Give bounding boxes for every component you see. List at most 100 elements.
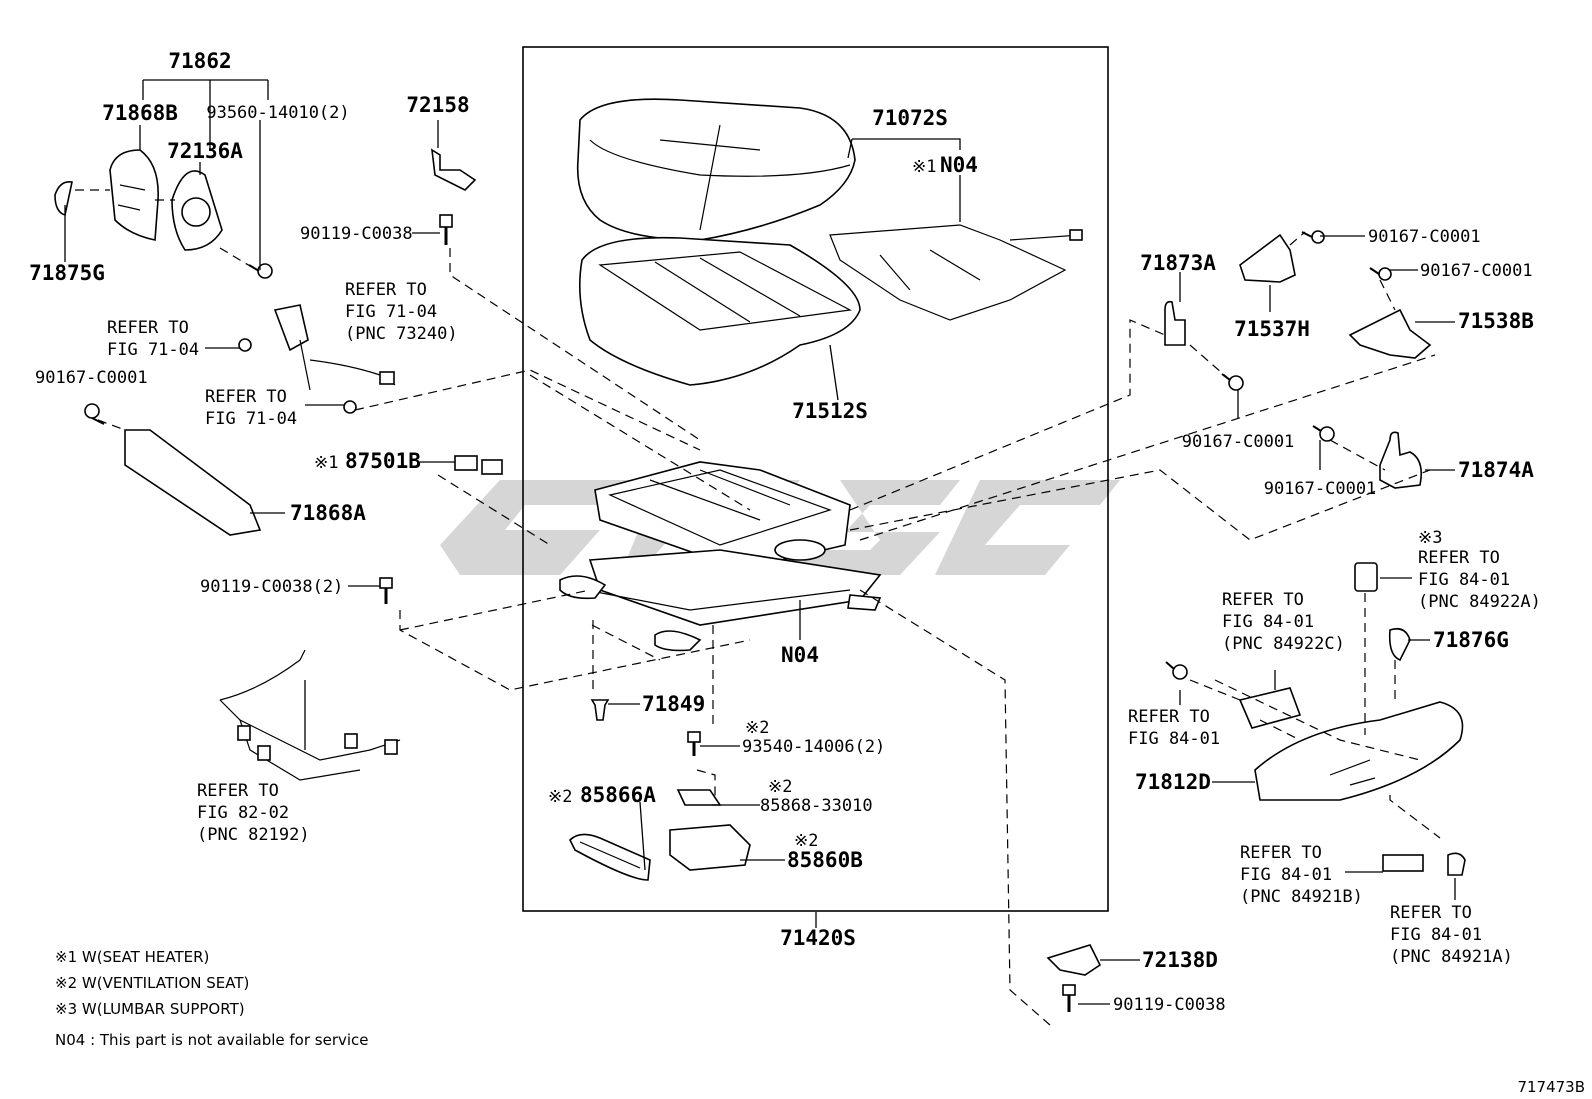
part-90167-label: 90167-C0001 xyxy=(1420,261,1533,281)
seat-heater-mat-icon xyxy=(829,224,1083,321)
bolt-icon xyxy=(1062,984,1076,1012)
blower-85860B-icon xyxy=(669,824,751,871)
screw-icon xyxy=(1369,267,1392,281)
diagram-id: 717473B xyxy=(1517,1078,1585,1096)
part-n04-frame-label: N04 xyxy=(781,643,819,667)
hook-71873A-icon xyxy=(1164,300,1186,346)
cap-71875G-icon xyxy=(54,180,73,217)
refer-fig-84-01-pnc-84922C: REFER TO FIG 84-01 (PNC 84922C) xyxy=(1222,590,1345,654)
svg-text:(PNC 84921A): (PNC 84921A) xyxy=(1390,947,1513,967)
knob-84921B-icon xyxy=(1382,854,1424,872)
switch-84922A-icon xyxy=(1354,562,1378,592)
refer-fig-84-01-pnc-84921A: REFER TO FIG 84-01 (PNC 84921A) xyxy=(1390,903,1513,967)
svg-text:FIG 84-01: FIG 84-01 xyxy=(1390,925,1482,945)
note-lumbar-support: ※3 W(LUMBAR SUPPORT) xyxy=(55,1000,245,1018)
part-72138D-label: 72138D xyxy=(1142,948,1218,972)
vent-duct-85866A-icon xyxy=(569,833,651,881)
screw-icon xyxy=(84,403,105,425)
bolt-icon xyxy=(687,731,701,756)
refer-fig-82-02-pnc-82192: REFER TO FIG 82-02 (PNC 82192) xyxy=(197,781,310,845)
ventilation-mark: ※2 xyxy=(768,777,792,797)
buckle-icon xyxy=(273,304,396,391)
ventilation-mark: ※2 xyxy=(745,718,769,738)
seat-heater-mark: ※1 xyxy=(912,157,936,177)
part-93560-label: 93560-14010(2) xyxy=(206,103,349,123)
svg-text:REFER TO: REFER TO xyxy=(1240,843,1322,863)
part-71812D-label: 71812D xyxy=(1135,770,1211,794)
seat-frame-track-icon xyxy=(559,461,882,652)
assembly-dashed-lines xyxy=(75,189,1441,1026)
refer-fig-71-04: REFER TO FIG 71-04 xyxy=(107,318,199,360)
svg-text:REFER TO: REFER TO xyxy=(107,318,189,338)
recliner-cover-72136A-icon xyxy=(171,170,223,251)
knob-84921A-icon xyxy=(1447,852,1466,876)
part-90167-label: 90167-C0001 xyxy=(1264,479,1377,499)
part-93540-label: 93540-14006(2) xyxy=(742,737,885,757)
svg-text:(PNC 73240): (PNC 73240) xyxy=(345,324,458,344)
part-87501B-label: 87501B xyxy=(345,449,421,473)
screw-icon xyxy=(1312,425,1335,442)
svg-text:REFER TO: REFER TO xyxy=(197,781,279,801)
svg-text:FIG 82-02: FIG 82-02 xyxy=(197,803,289,823)
part-71868B-label: 71868B xyxy=(102,101,178,125)
bracket-71538B-icon xyxy=(1348,308,1432,359)
svg-text:FIG 71-04: FIG 71-04 xyxy=(345,302,437,322)
svg-text:(PNC 84922A): (PNC 84922A) xyxy=(1418,592,1541,612)
part-71072S-label: 71072S xyxy=(872,106,948,130)
part-85860B-label: 85860B xyxy=(787,848,863,872)
cap-71876G-icon xyxy=(1388,627,1411,662)
svg-text:FIG 84-01: FIG 84-01 xyxy=(1418,570,1510,590)
part-71538B-label: 71538B xyxy=(1458,309,1534,333)
part-85866A-label: 85866A xyxy=(580,783,656,807)
ventilation-mark: ※2 xyxy=(548,787,572,807)
part-90119-label: 90119-C0038 xyxy=(300,224,413,244)
seat-cushion-pad-icon xyxy=(578,236,861,386)
svg-text:REFER TO: REFER TO xyxy=(205,387,287,407)
svg-text:(PNC 82192): (PNC 82192) xyxy=(197,825,310,845)
svg-text:(PNC 84922C): (PNC 84922C) xyxy=(1222,634,1345,654)
bolt-icon xyxy=(439,214,453,245)
part-71537H-label: 71537H xyxy=(1234,317,1310,341)
switch-84922C-icon xyxy=(1238,687,1302,729)
legend-notes: ※1 W(SEAT HEATER) ※2 W(VENTILATION SEAT)… xyxy=(55,948,369,1049)
part-71875G-label: 71875G xyxy=(29,261,105,285)
refer-fig-71-04-pnc-73240: REFER TO FIG 71-04 (PNC 73240) xyxy=(345,280,458,344)
bolt-icon xyxy=(379,577,393,604)
svg-text:REFER TO: REFER TO xyxy=(345,280,427,300)
bracket-72158-icon xyxy=(431,148,477,191)
part-71874A-label: 71874A xyxy=(1458,458,1534,482)
connector-87501B-icon xyxy=(454,455,503,475)
part-72158-label: 72158 xyxy=(406,93,469,117)
bracket-72138D-icon xyxy=(1046,944,1102,976)
bracket-85868-icon xyxy=(676,789,722,806)
svg-text:FIG 84-01: FIG 84-01 xyxy=(1222,612,1314,632)
leader-lines xyxy=(64,79,1456,1005)
screw-icon xyxy=(248,263,273,279)
svg-text:FIG 71-04: FIG 71-04 xyxy=(205,409,297,429)
part-90167-label: 90167-C0001 xyxy=(35,368,148,388)
clip-icon xyxy=(343,400,357,414)
svg-text:※3: ※3 xyxy=(1418,528,1442,548)
part-90119-label: 90119-C0038 xyxy=(1113,995,1226,1015)
part-90167-label: 90167-C0001 xyxy=(1182,432,1295,452)
svg-text:FIG 84-01: FIG 84-01 xyxy=(1240,865,1332,885)
refer-fig-71-04: REFER TO FIG 71-04 xyxy=(205,387,297,429)
svg-text:FIG 71-04: FIG 71-04 xyxy=(107,340,199,360)
part-71868A-label: 71868A xyxy=(290,501,366,525)
seat-cushion-cover-icon xyxy=(576,98,856,241)
screw-icon xyxy=(1165,661,1188,680)
refer-fig-84-01-pnc-84921B: REFER TO FIG 84-01 (PNC 84921B) xyxy=(1240,843,1363,907)
ventilation-mark: ※2 xyxy=(794,831,818,851)
part-90167-label: 90167-C0001 xyxy=(1368,227,1481,247)
side-shield-71812D-icon xyxy=(1254,701,1464,801)
hook-71874A-icon xyxy=(1379,431,1423,489)
part-71873A-label: 71873A xyxy=(1140,251,1216,275)
svg-text:(PNC 84921B): (PNC 84921B) xyxy=(1240,887,1363,907)
wire-harness-icon xyxy=(219,649,401,781)
clip-icon xyxy=(238,338,252,352)
seat-assembly-frame-box xyxy=(522,46,1109,912)
svg-text:REFER TO: REFER TO xyxy=(1222,590,1304,610)
note-n04: N04 : This part is not available for ser… xyxy=(55,1031,369,1049)
